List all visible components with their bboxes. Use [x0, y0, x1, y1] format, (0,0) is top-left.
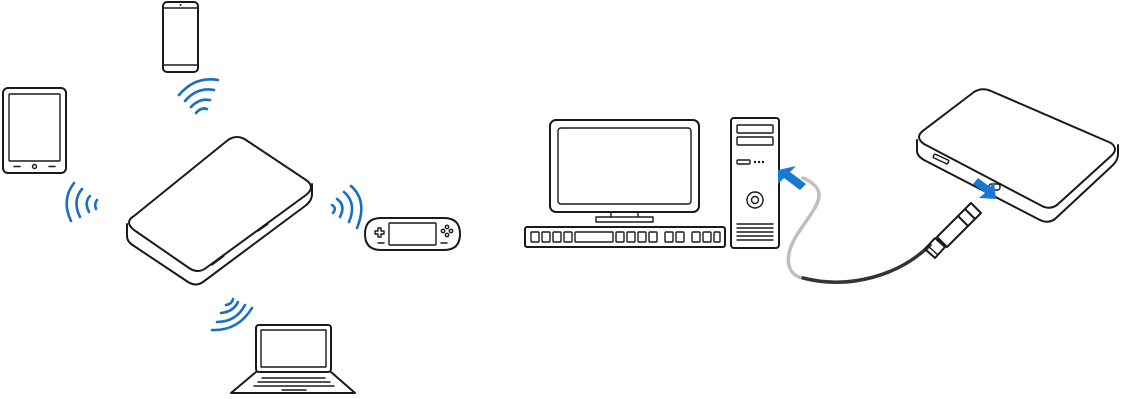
arrow-icon — [973, 178, 996, 199]
tablet-icon — [3, 88, 66, 173]
hotspot-router-icon — [917, 89, 1118, 222]
game-console-icon — [365, 218, 460, 250]
wifi-signal-icon — [332, 186, 361, 228]
usb-cable-icon — [788, 178, 981, 282]
laptop-icon — [231, 325, 355, 393]
wifi-connection-panel — [3, 2, 460, 393]
smartphone-icon — [163, 2, 198, 72]
wifi-signal-icon — [179, 79, 218, 113]
usb-connection-panel — [525, 89, 1118, 282]
wifi-signal-icon — [67, 183, 97, 221]
computer-tower-icon — [731, 118, 779, 248]
keyboard-icon — [525, 227, 725, 247]
wifi-signal-icon — [212, 299, 252, 330]
monitor-icon — [550, 120, 699, 222]
hotspot-router-icon — [127, 137, 312, 285]
